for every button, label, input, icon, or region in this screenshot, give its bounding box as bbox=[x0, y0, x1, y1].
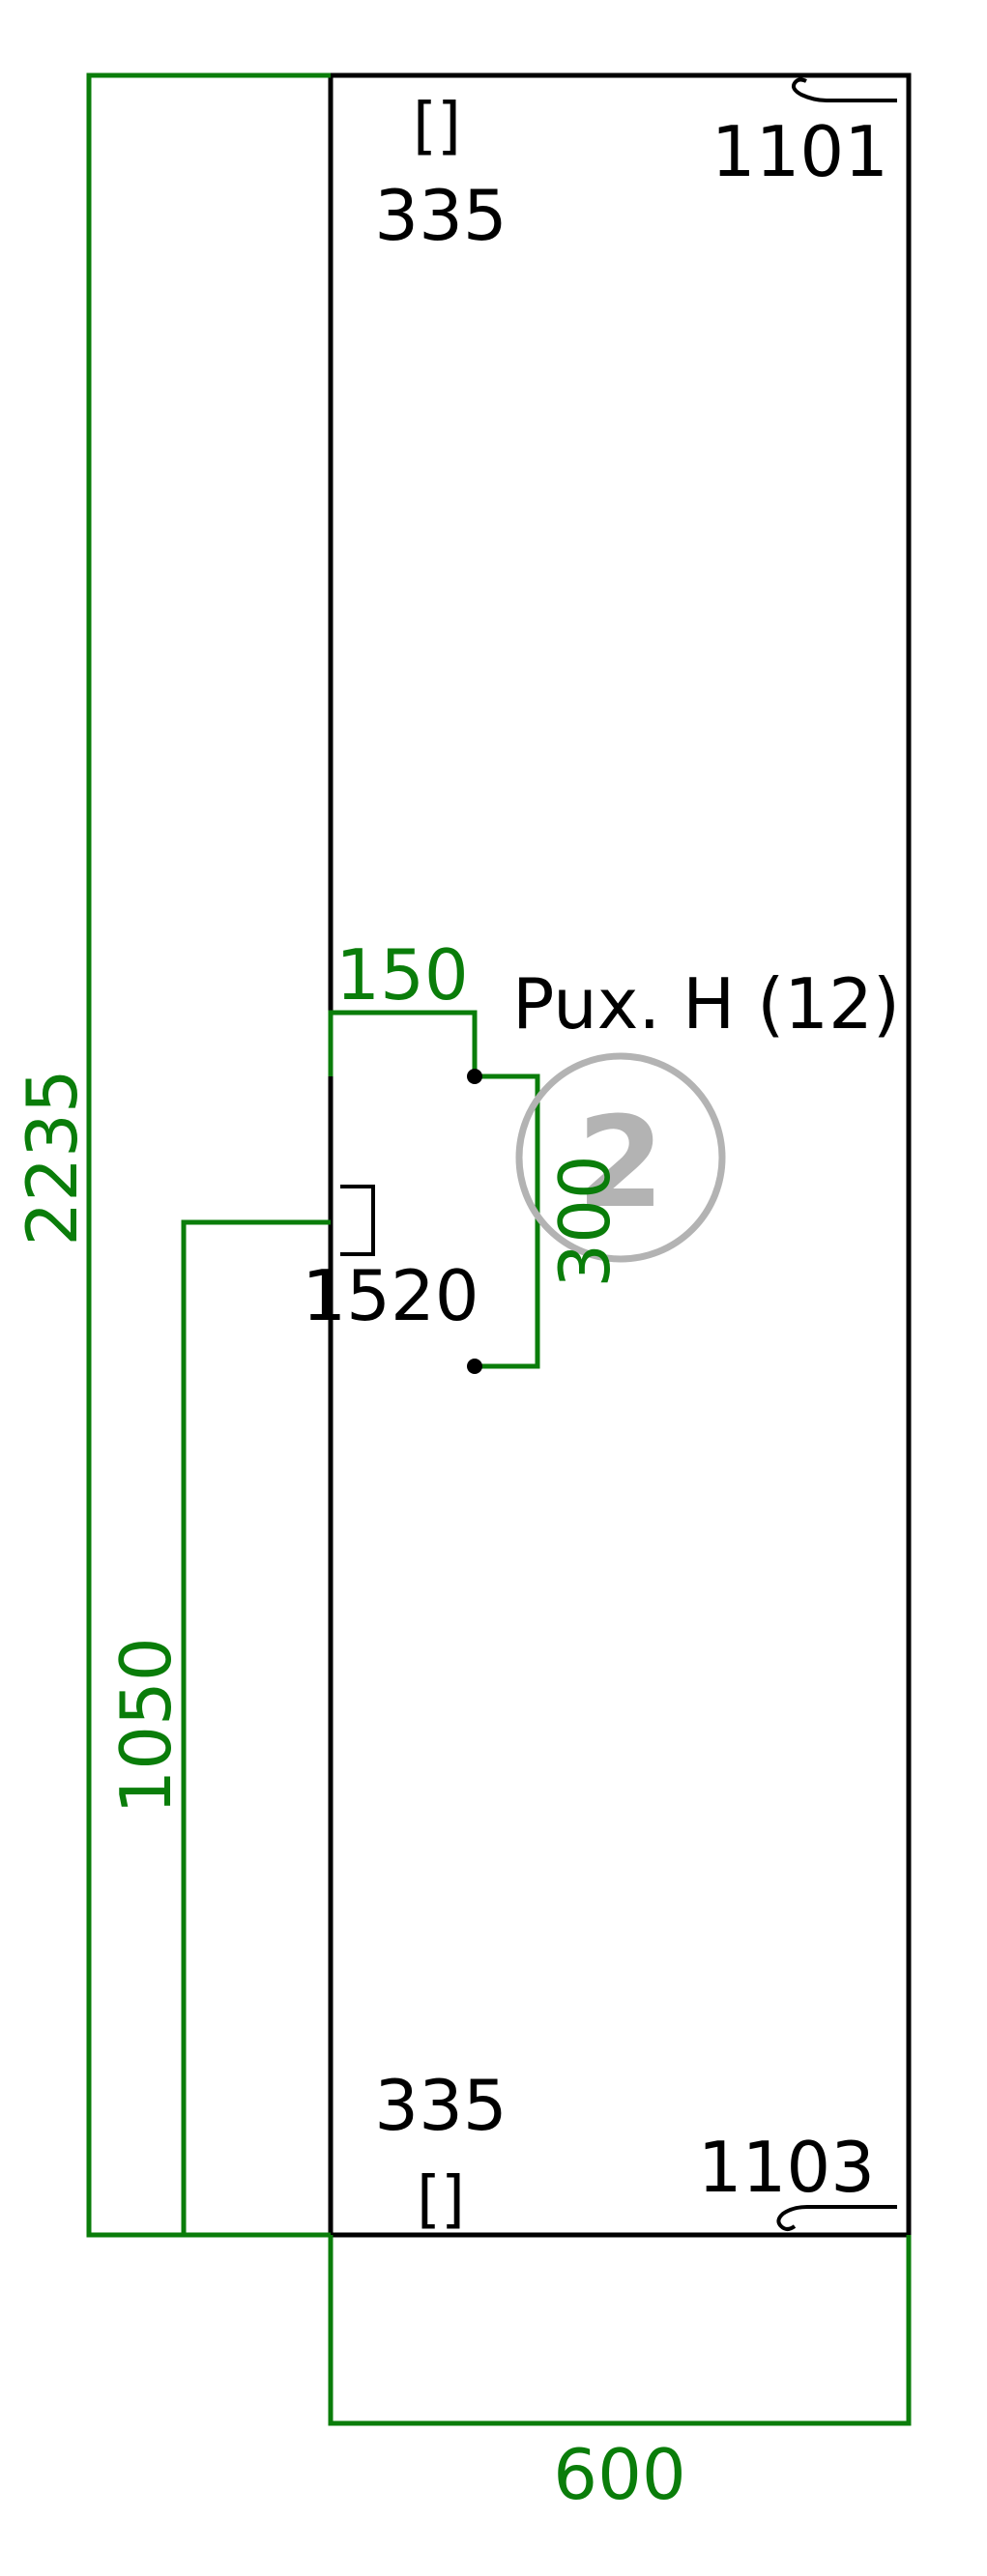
handle-bracket-icon bbox=[340, 1185, 375, 1256]
offset-dimension bbox=[328, 1010, 478, 1076]
top-right-label: 1101 bbox=[711, 111, 888, 192]
bottom-hinge-icon bbox=[776, 2205, 897, 2231]
spacing-label: 300 bbox=[544, 1155, 625, 1287]
offset-label: 150 bbox=[335, 934, 468, 1016]
width-dimension bbox=[328, 2235, 912, 2426]
top-value: 335 bbox=[374, 175, 507, 256]
bottom-right-label: 1103 bbox=[698, 2127, 875, 2208]
position-badge: 2 bbox=[515, 1052, 726, 1263]
total-height-dimension bbox=[86, 72, 331, 2238]
hole-point-top bbox=[467, 1069, 482, 1084]
badge-circle bbox=[515, 1052, 726, 1263]
total-height-label: 2235 bbox=[12, 1069, 93, 1245]
bottom-marker: [] bbox=[417, 2164, 465, 2236]
title-label: Pux. H (12) bbox=[512, 963, 900, 1045]
top-hinge-icon bbox=[791, 77, 897, 102]
hole-point-bottom bbox=[467, 1359, 482, 1374]
badge-number: 2 bbox=[577, 1089, 664, 1236]
handle-height-label: 1050 bbox=[105, 1637, 187, 1814]
panel-outline bbox=[328, 72, 912, 2238]
dimension-lines bbox=[86, 72, 912, 2426]
width-label: 600 bbox=[553, 2434, 685, 2515]
handle-height-dimension bbox=[181, 1219, 331, 2235]
bottom-value: 335 bbox=[374, 2065, 507, 2146]
handle-value: 1520 bbox=[302, 1255, 479, 1336]
top-marker: [] bbox=[413, 91, 461, 162]
